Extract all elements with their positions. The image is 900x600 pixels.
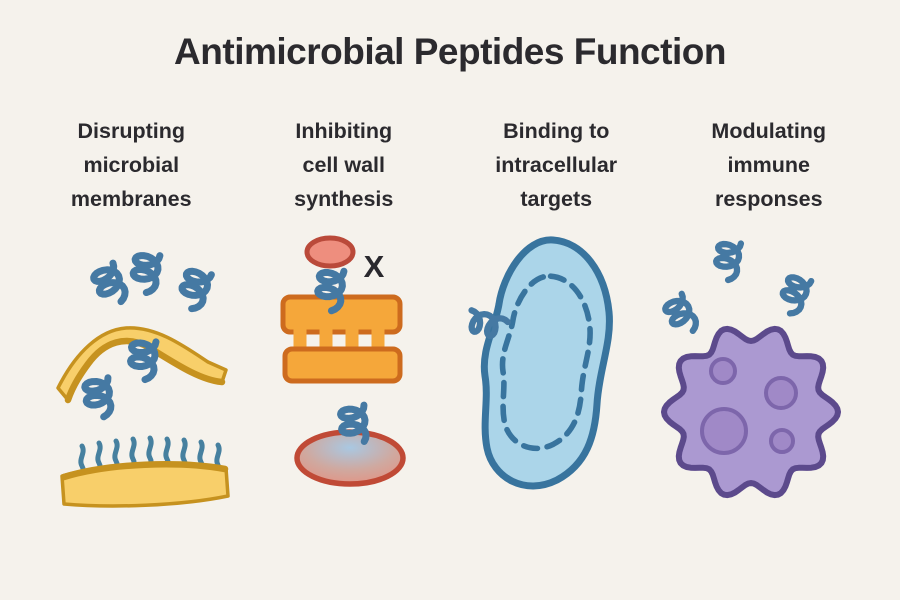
peptide-coil-icon [712, 240, 744, 284]
peptide-coil-icon [178, 268, 215, 313]
column-heading-immune-modulation: Modulating immune responses [711, 119, 827, 212]
peptide-coil-icon [661, 291, 699, 335]
membrane-disc [293, 429, 406, 488]
membrane-top-edge [60, 461, 229, 481]
peptide-coil-icon [129, 252, 164, 297]
cell-wall-inhibition-illustration: X [280, 235, 406, 488]
cell-wall [280, 294, 402, 384]
granule [699, 407, 748, 456]
column-immune-modulation: Modulating immune responses [660, 114, 876, 524]
x-mark: X [363, 249, 384, 284]
column-heading-intracellular-binding: Binding to intracellular targets [495, 119, 618, 212]
page-title: Antimicrobial Peptides Function [174, 31, 726, 72]
entering-peptide-coil-icon [468, 307, 511, 340]
immune-modulation-illustration [660, 240, 841, 499]
peptide-coil-icon [779, 274, 814, 317]
column-heading-membrane-disruption: Disrupting microbial membranes [70, 119, 192, 212]
granule [768, 428, 795, 455]
peptide-coil-icon [313, 268, 347, 315]
peptide-coil-icon [127, 338, 160, 384]
immune-cell-body [660, 326, 841, 499]
column-cell-wall-inhibition: Inhibiting cell wall synthesis X [238, 114, 451, 524]
peptide-coil-icon [90, 260, 129, 306]
outer-membrane [56, 326, 228, 404]
membrane-disruption-illustration [56, 252, 230, 509]
column-intracellular-binding: Binding to intracellular targets [450, 114, 663, 524]
columns-row: Disrupting microbial membranes [0, 114, 900, 524]
peptide-coil-icon [81, 374, 115, 421]
cell-wall-bottom-block [282, 346, 402, 384]
granule [708, 357, 737, 386]
peptidoglycan-precursor [304, 235, 355, 269]
granule [763, 376, 798, 411]
inner-membrane-bar [60, 461, 230, 509]
membrane-bottom-edge [64, 338, 226, 404]
intracellular-binding-illustration [468, 224, 655, 524]
peptide-coil-icon [336, 402, 370, 446]
column-heading-cell-wall-inhibition: Inhibiting cell wall synthesis [294, 119, 394, 212]
column-membrane-disruption: Disrupting microbial membranes [25, 114, 238, 524]
